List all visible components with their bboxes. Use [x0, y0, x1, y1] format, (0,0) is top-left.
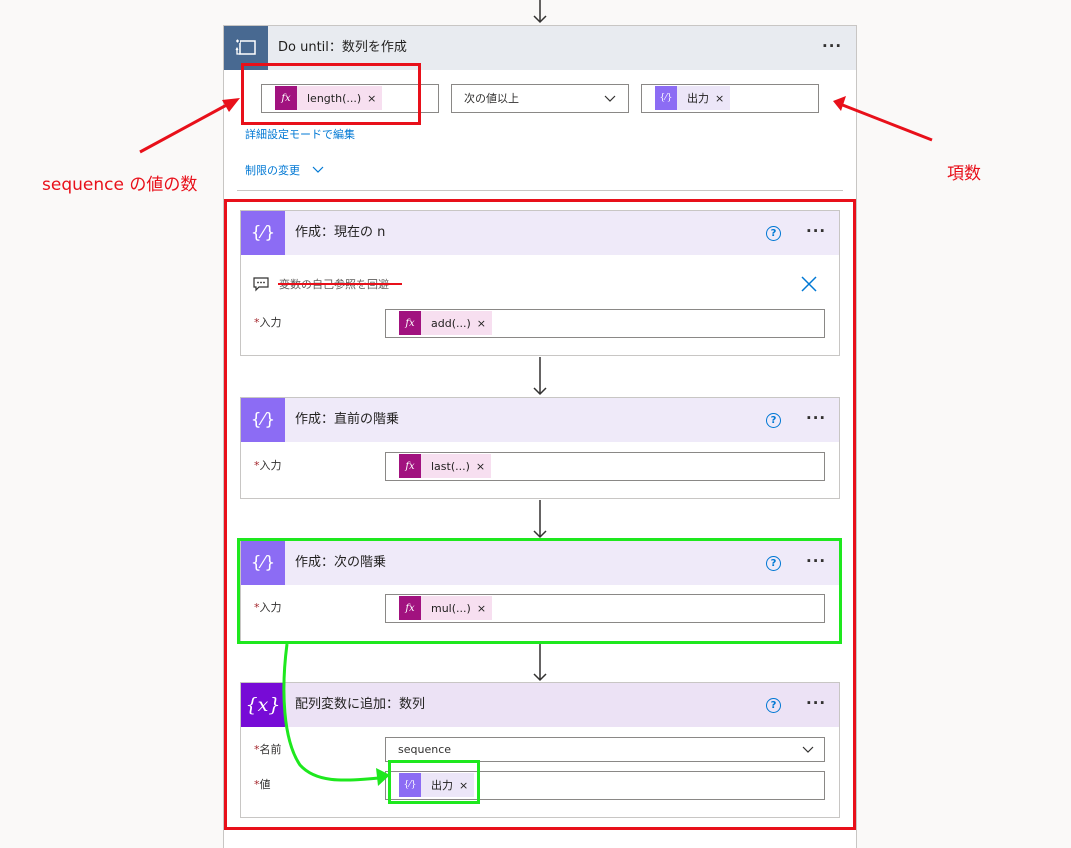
advanced-mode-link[interactable]: 詳細設定モードで編集 [245, 128, 355, 141]
do-until-header[interactable] [224, 26, 856, 70]
remove-token-icon[interactable]: × [476, 601, 487, 615]
input-label: *入力 [254, 601, 282, 614]
help-icon[interactable]: ? [766, 698, 781, 713]
annotation-left-text: sequence の値の数 [42, 175, 198, 195]
annotation-box-loop-body [224, 199, 856, 830]
flow-arrow [533, 643, 547, 682]
action-input-current-n[interactable]: fx add(...) × [385, 309, 825, 338]
action-input-next-factorial[interactable]: fx mul(...) × [385, 594, 825, 623]
add-token[interactable]: fx add(...) × [399, 311, 492, 335]
annotation-box-next-factorial [237, 538, 842, 644]
more-options-icon[interactable]: ··· [806, 694, 827, 712]
chevron-down-icon [312, 166, 323, 173]
compose-icon: {⁄} [241, 541, 285, 585]
chevron-down-icon [604, 95, 616, 102]
annotation-right-text: 項数 [947, 164, 981, 184]
help-icon[interactable]: ? [766, 413, 781, 428]
output-token[interactable]: {⁄} 出力 × [655, 86, 731, 110]
compose-icon: {⁄} [241, 398, 285, 442]
chevron-down-icon [802, 746, 814, 753]
compose-icon: {⁄} [241, 211, 285, 255]
annotation-box-length [241, 63, 421, 125]
more-options-icon[interactable]: ··· [806, 409, 827, 427]
last-token[interactable]: fx last(...) × [399, 454, 492, 478]
remove-token-icon[interactable]: × [475, 459, 486, 473]
flow-arrow-top [533, 0, 547, 24]
remove-token-icon[interactable]: × [459, 778, 469, 792]
condition-operator-select[interactable]: 次の値以上 [451, 84, 629, 113]
name-label: *名前 [254, 743, 282, 756]
do-until-title: Do until：数列を作成 [278, 40, 407, 55]
action-header-next-factorial[interactable] [241, 541, 839, 585]
action-title: 作成：現在の n [295, 225, 386, 240]
action-header-current-n[interactable] [241, 211, 839, 255]
mul-token[interactable]: fx mul(...) × [399, 596, 493, 620]
fx-icon: fx [275, 86, 297, 110]
close-icon[interactable] [801, 276, 817, 292]
action-header-append-array[interactable] [241, 683, 839, 727]
input-label: *入力 [254, 316, 282, 329]
divider [237, 190, 843, 191]
input-label: *入力 [254, 459, 282, 472]
condition-left-input[interactable]: fx length(...) × [261, 84, 439, 113]
fx-icon: fx [399, 596, 421, 620]
flow-arrow [533, 500, 547, 539]
fx-icon: fx [399, 311, 421, 335]
more-options-icon[interactable]: ··· [806, 222, 827, 240]
length-token[interactable]: fx length(...) × [275, 86, 383, 110]
help-icon[interactable]: ? [766, 226, 781, 241]
action-title: 配列変数に追加：数列 [295, 697, 426, 712]
loop-icon [224, 26, 268, 70]
remove-token-icon[interactable]: × [476, 316, 486, 330]
compose-icon: {⁄} [655, 86, 677, 110]
comment-icon [253, 277, 269, 292]
action-title: 作成：次の階乗 [295, 555, 387, 570]
action-input-prev-factorial[interactable]: fx last(...) × [385, 452, 825, 481]
change-limits-link[interactable]: 制限の変更 [245, 162, 324, 178]
help-icon[interactable]: ? [766, 556, 781, 571]
variable-name-select[interactable]: sequence [385, 737, 825, 762]
output-token[interactable]: {⁄} 出力 × [399, 773, 475, 797]
remove-token-icon[interactable]: × [715, 91, 725, 105]
condition-right-input[interactable]: {⁄} 出力 × [641, 84, 819, 113]
value-label: *値 [254, 778, 271, 791]
flow-arrow [533, 357, 547, 396]
action-title: 作成：直前の階乗 [295, 412, 400, 427]
action-header-prev-factorial[interactable] [241, 398, 839, 442]
variable-value-input[interactable]: {⁄} 出力 × [385, 771, 825, 800]
strike-annotation [278, 283, 402, 285]
annotation-box-output-token [388, 760, 480, 804]
fx-icon: fx [399, 454, 421, 478]
more-options-icon[interactable]: ··· [806, 552, 827, 570]
do-until-more-icon[interactable]: ··· [822, 37, 843, 55]
variable-icon: {x} [241, 683, 285, 727]
compose-icon: {⁄} [399, 773, 421, 797]
remove-token-icon[interactable]: × [367, 91, 377, 105]
